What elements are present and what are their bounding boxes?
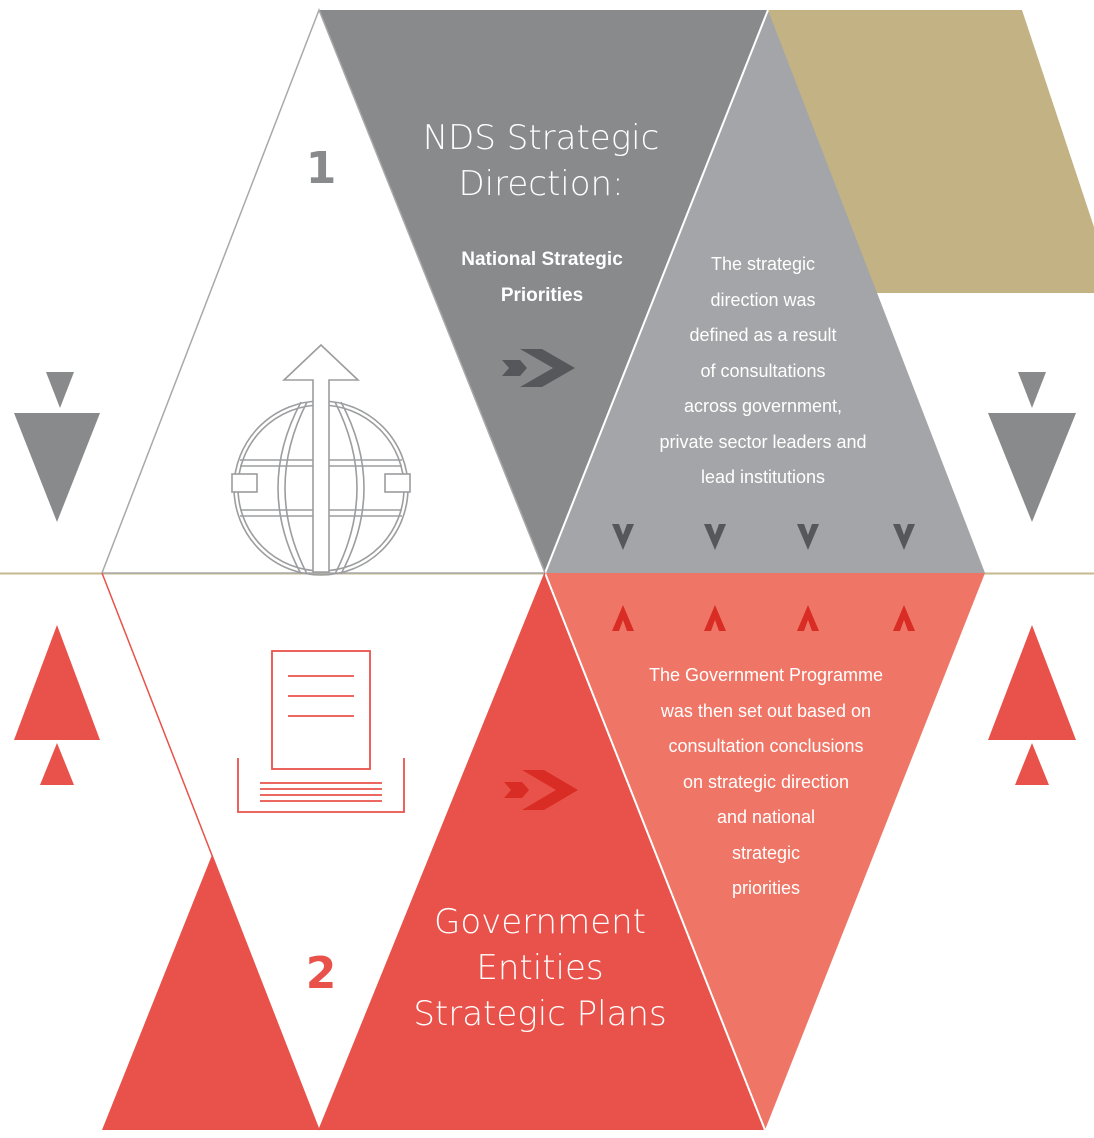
step1-title: NDS Strategic Direction: xyxy=(400,115,682,207)
chevron-up-icon-right xyxy=(988,625,1076,785)
gray-mid-triangle xyxy=(545,10,985,573)
step2-outline-right xyxy=(318,572,546,1131)
down-arrow-icon xyxy=(797,524,819,550)
step1-description-line: direction was xyxy=(710,289,816,310)
step2-description-line: priorities xyxy=(731,878,801,898)
small-up-arrows xyxy=(612,605,915,631)
step2-title-line: Government xyxy=(433,902,647,942)
step1-subtitle-line: Priorities xyxy=(500,285,584,306)
up-arrow-icon xyxy=(704,605,726,631)
step2-description-line: and national xyxy=(716,807,816,827)
gray-dark-triangle xyxy=(319,10,768,573)
step1-description-line: of consultations xyxy=(700,360,826,381)
step1-title-line: Direction: xyxy=(458,164,624,204)
down-arrow-icon xyxy=(893,524,915,550)
step2-description-line: strategic xyxy=(731,842,801,863)
chevron-up-icon-left xyxy=(14,625,100,785)
step1-description-line: defined as a result xyxy=(689,325,837,345)
step1-description-line: The strategic xyxy=(710,254,816,274)
step1-subtitle-line: National Strategic xyxy=(461,249,623,270)
step2-description-line: on strategic direction xyxy=(682,771,850,792)
down-arrow-icon xyxy=(704,524,726,550)
globe-with-up-arrow-icon xyxy=(231,343,411,576)
gray-separator-line xyxy=(544,9,769,574)
double-arrow-right-icon-red xyxy=(504,770,578,810)
up-arrow-icon xyxy=(893,605,915,631)
step2-title-line: Entities xyxy=(476,948,604,988)
step2-title-line: Strategic Plans xyxy=(413,994,667,1034)
chevron-down-icon-right xyxy=(988,372,1076,522)
step1-title-line: NDS Strategic xyxy=(422,118,660,158)
step2-number: 2 xyxy=(305,948,337,999)
step2-description: The Government Programme was then set ou… xyxy=(606,658,926,907)
red-separator-line xyxy=(544,572,766,1131)
step1-description: The strategic direction was defined as a… xyxy=(613,247,913,496)
step1-number: 1 xyxy=(305,143,337,194)
step1-description-line: across government, xyxy=(683,396,843,416)
step1-description-line: private sector leaders and xyxy=(659,431,867,452)
step2-description-line: consultation conclusions xyxy=(668,736,864,756)
document-stack-icon xyxy=(237,650,405,813)
red-triangle xyxy=(319,573,765,1130)
up-arrow-icon xyxy=(612,605,634,631)
red-left-triangle xyxy=(102,855,319,1130)
step2-description-line: was then set out based on xyxy=(660,700,872,721)
chevron-down-icon-left xyxy=(14,372,100,522)
up-arrow-icon xyxy=(797,605,819,631)
step2-outline-left xyxy=(101,572,320,1131)
step1-white-triangle xyxy=(100,7,547,574)
step1-description-line: lead institutions xyxy=(700,467,826,487)
double-arrow-right-icon-gray xyxy=(502,349,575,387)
step2-title: Government Entities Strategic Plans xyxy=(390,899,690,1037)
down-arrow-icon xyxy=(612,524,634,550)
step2-description-line: The Government Programme xyxy=(648,665,884,685)
step1-subtitle: National Strategic Priorities xyxy=(432,242,652,314)
small-down-arrows xyxy=(612,524,915,550)
red-light-triangle xyxy=(545,573,985,1130)
